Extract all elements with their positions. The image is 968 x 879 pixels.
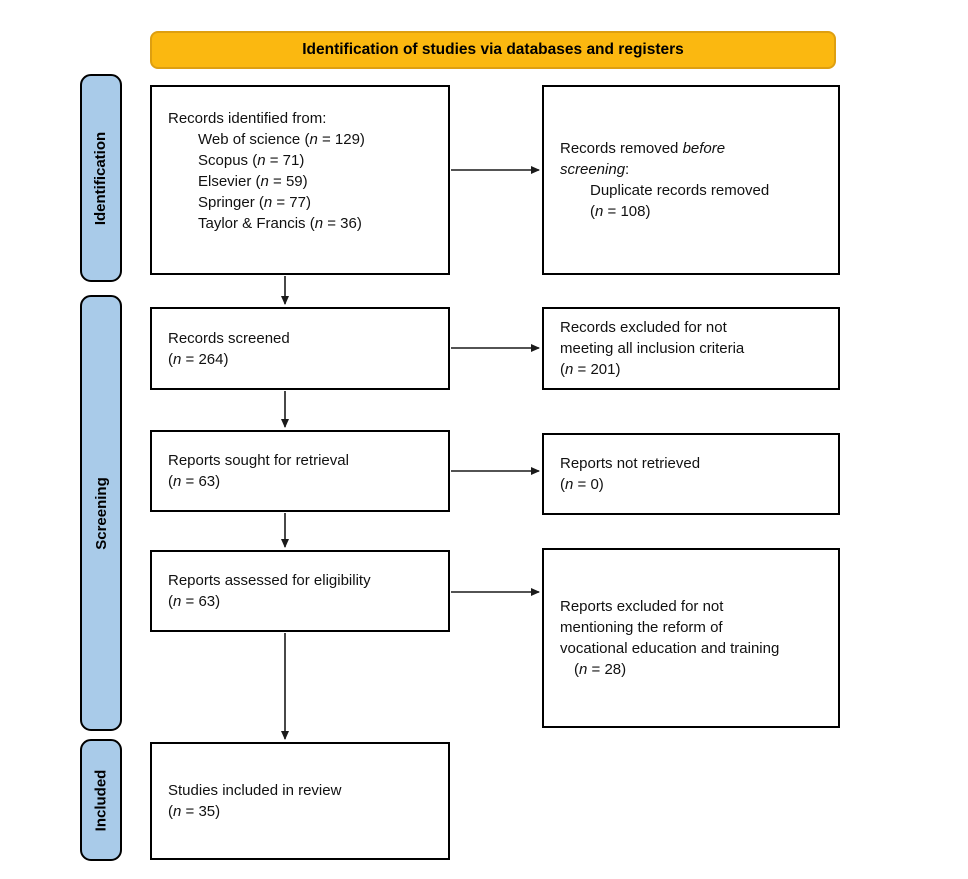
text-line: Reports excluded for not (560, 596, 828, 617)
title-text: Identification of studies via databases … (302, 41, 684, 58)
italic-text-segment: screening (560, 161, 626, 178)
text-segment: = 264) (181, 350, 229, 368)
text-segment: Taylor & Francis ( (198, 215, 315, 232)
box-studies-included: Studies included in review (n = 35) (150, 742, 450, 860)
box-records-excluded: Records excluded for not meeting all incl… (542, 307, 840, 390)
italic-text-segment: n (595, 203, 604, 220)
box-records-screened: Records screened (n = 264) (150, 307, 450, 390)
text-segment: ( (574, 661, 579, 678)
text-segment: = 63) (181, 473, 221, 490)
box-reports-excluded: Reports excluded for not mentioning the r… (542, 548, 840, 728)
box-records-identified: Records identified from: Web of science (… (150, 85, 450, 275)
italic-text-segment: before (682, 140, 726, 157)
text-segment: = 71) (265, 152, 305, 169)
text-segment: Records screened (168, 329, 290, 347)
text-segment: = 129) (317, 131, 365, 148)
text-segment: Web of science ( (198, 131, 310, 148)
text-line: (n = 264) (168, 349, 438, 370)
text-line: Duplicate records removed (560, 180, 828, 201)
text-segment: = 35) (181, 803, 221, 820)
text-line: (n = 63) (168, 591, 438, 612)
title-banner: Identification of studies via databases … (150, 31, 836, 69)
text-segment: mentioning the reform of (560, 619, 723, 636)
text-segment: = 63) (181, 593, 221, 610)
text-segment: Reports not retrieved (560, 455, 701, 472)
text-segment: ( (168, 803, 173, 820)
stage-label-screening: Screening (80, 295, 122, 731)
italic-text-segment: n (579, 661, 588, 678)
text-segment: = 108) (603, 203, 651, 220)
italic-text-segment: n (565, 361, 574, 378)
text-segment: = 201) (573, 361, 621, 378)
text-line: Web of science (n = 129) (168, 129, 438, 150)
text-segment: = 77) (272, 194, 311, 211)
stage-label-screening-text: Screening (92, 476, 110, 550)
text-line: Records screened (168, 328, 438, 349)
italic-text-segment: n (309, 131, 318, 148)
text-segment: ( (168, 473, 173, 490)
text-segment: = 36) (323, 215, 362, 232)
text-line: Scopus (n = 71) (168, 150, 438, 171)
text-segment: Springer ( (198, 194, 264, 211)
stage-label-included-text: Included (92, 769, 110, 831)
italic-text-segment: n (565, 476, 574, 493)
text-line: Taylor & Francis (n = 36) (168, 213, 438, 234)
text-segment: Records excluded for not (560, 319, 727, 336)
text-segment: Reports sought for retrieval (168, 452, 349, 469)
text-line: (n = 201) (560, 359, 828, 380)
text-segment: ( (560, 361, 565, 378)
italic-text-segment: n (257, 152, 266, 169)
text-line: vocational education and training (560, 638, 828, 659)
text-segment: = 59) (268, 173, 308, 190)
text-line: Elsevier (n = 59) (168, 171, 438, 192)
text-line: Records removed before (560, 138, 828, 159)
text-line: Reports assessed for eligibility (168, 570, 438, 591)
text-segment: Reports assessed for eligibility (168, 572, 371, 589)
text-line: (n = 108) (560, 201, 828, 222)
text-segment: meeting all inclusion criteria (560, 340, 745, 357)
text-line: mentioning the reform of (560, 617, 828, 638)
text-line: Records excluded for not (560, 317, 828, 338)
stage-label-included: Included (80, 739, 122, 861)
stage-label-identification: Identification (80, 74, 122, 282)
text-line: (n = 35) (168, 801, 438, 822)
box-reports-assessed: Reports assessed for eligibility (n = 63) (150, 550, 450, 632)
text-line: Records identified from: (168, 108, 438, 129)
text-line: Springer (n = 77) (168, 192, 438, 213)
text-segment: : (625, 161, 630, 178)
text-segment: Records identified from: (168, 110, 327, 127)
text-segment: = 28) (587, 661, 627, 678)
box-reports-not-retrieved: Reports not retrieved (n = 0) (542, 433, 840, 515)
text-line: (n = 0) (560, 474, 828, 495)
text-segment: ( (168, 593, 173, 610)
text-line: Studies included in review (168, 780, 438, 801)
text-line: screening: (560, 159, 828, 180)
text-segment: ( (168, 350, 173, 368)
box-reports-sought: Reports sought for retrieval (n = 63) (150, 430, 450, 512)
text-line: meeting all inclusion criteria (560, 338, 828, 359)
italic-text-segment: n (173, 350, 182, 368)
text-segment: Studies included in review (168, 782, 342, 799)
text-segment: Duplicate records removed (590, 182, 770, 199)
text-segment: vocational education and training (560, 640, 780, 657)
text-segment: Scopus ( (198, 152, 258, 169)
text-segment: ( (590, 203, 595, 220)
text-line: (n = 63) (168, 471, 438, 492)
italic-text-segment: n (173, 593, 182, 610)
italic-text-segment: n (260, 173, 269, 190)
italic-text-segment: n (173, 473, 182, 490)
text-line: Reports not retrieved (560, 453, 828, 474)
text-segment: = 0) (573, 476, 604, 493)
stage-label-identification-text: Identification (92, 131, 110, 225)
text-line: Reports sought for retrieval (168, 450, 438, 471)
text-segment: Records removed (560, 140, 683, 157)
italic-text-segment: n (314, 215, 324, 232)
text-line: (n = 28) (560, 659, 828, 680)
italic-text-segment: n (173, 803, 182, 820)
italic-text-segment: n (263, 194, 273, 211)
text-segment: ( (560, 476, 565, 493)
text-segment: Elsevier ( (198, 173, 261, 190)
text-segment: Reports excluded for not (560, 598, 724, 615)
